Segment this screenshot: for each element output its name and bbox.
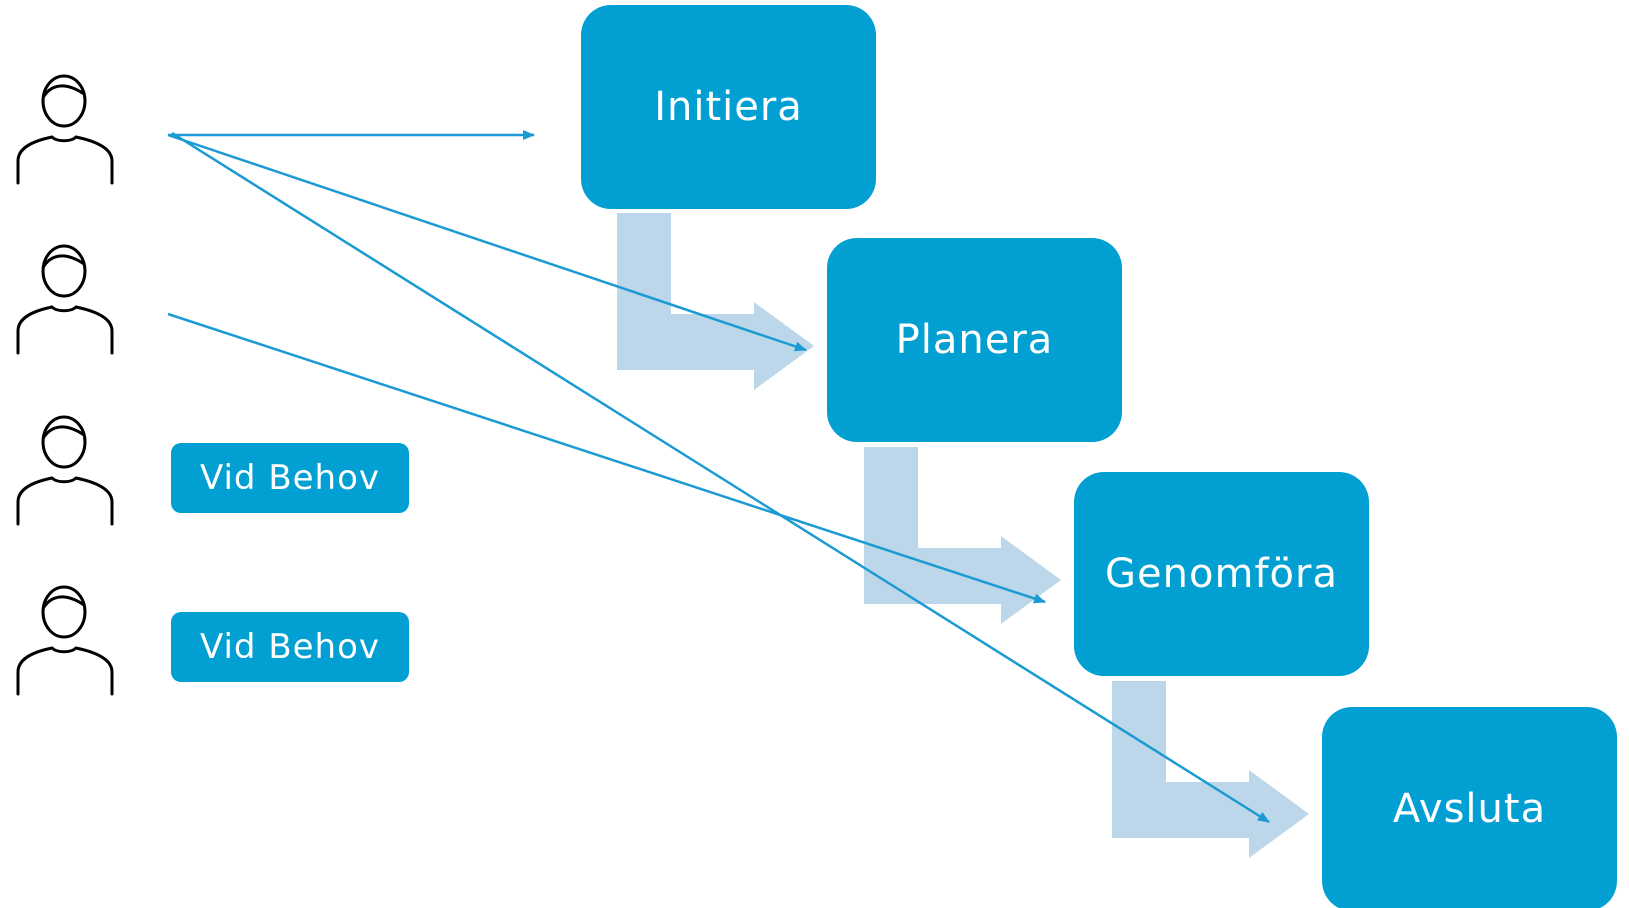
person-icon xyxy=(16,585,114,696)
role-arrows xyxy=(167,130,1270,824)
phase-initiera: Initiera xyxy=(581,5,876,209)
person-icon xyxy=(16,415,114,526)
tag-vid-behov: Vid Behov xyxy=(171,612,409,682)
phase-label: Avsluta xyxy=(1392,786,1547,832)
phase-genomfora: Genomföra xyxy=(1074,472,1369,676)
arrow-role1-avsluta xyxy=(171,131,1270,824)
phase-label: Planera xyxy=(895,317,1054,363)
phase-planera: Planera xyxy=(827,238,1122,442)
tag-vid-behov: Vid Behov xyxy=(171,443,409,513)
phase-avsluta: Avsluta xyxy=(1322,707,1617,908)
person-icon xyxy=(16,74,114,185)
tag-label: Vid Behov xyxy=(199,458,381,498)
connector-planera-genomfora xyxy=(864,447,1061,624)
phase-label: Initiera xyxy=(654,84,803,130)
person-icon xyxy=(16,244,114,355)
arrow-role2-genomfora xyxy=(167,312,1046,604)
phase-label: Genomföra xyxy=(1105,551,1338,597)
connector-initiera-planera xyxy=(617,213,814,390)
arrow-role1-planera xyxy=(167,133,807,352)
tag-label: Vid Behov xyxy=(199,627,381,667)
connector-genomfora-avsluta xyxy=(1112,681,1309,858)
